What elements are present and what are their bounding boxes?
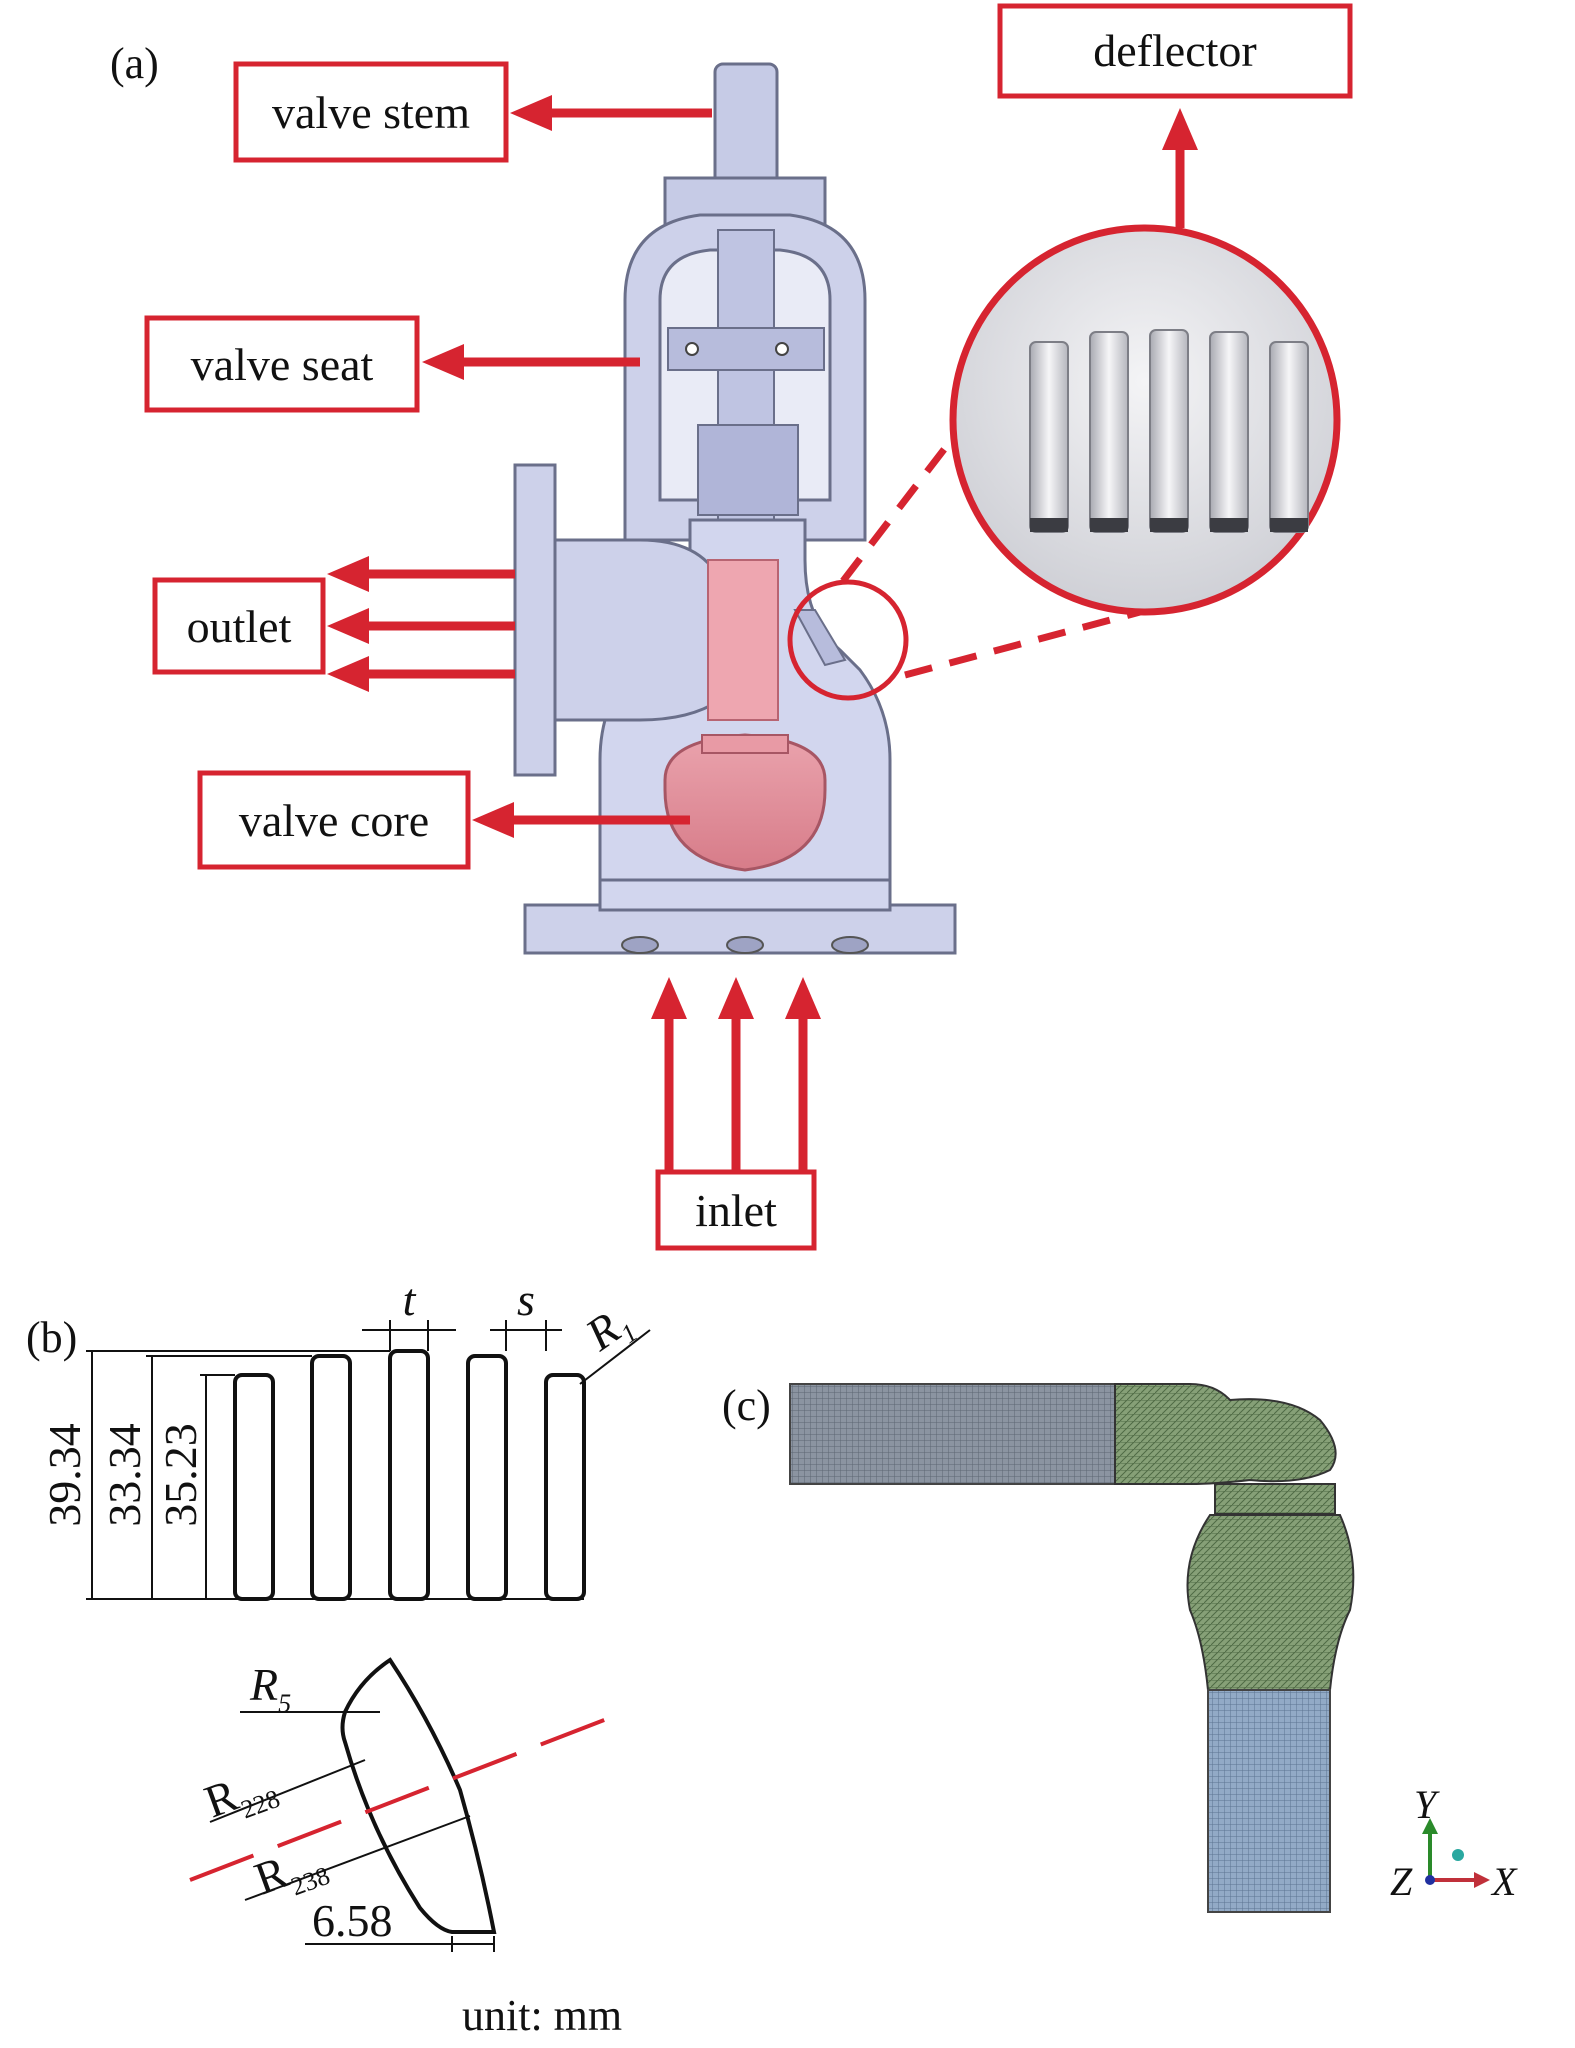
deflector-slot bbox=[1029, 341, 1069, 533]
valve-seat-arrowhead bbox=[422, 344, 464, 380]
mesh-valve-upper bbox=[1114, 1383, 1337, 1485]
callout-inlet: inlet bbox=[651, 977, 821, 1251]
panel-c-label: (c) bbox=[722, 1381, 771, 1430]
deflector-slot bbox=[1149, 329, 1189, 533]
slot-profile bbox=[388, 1349, 430, 1601]
mesh-outlet-pipe bbox=[1207, 1689, 1331, 1913]
deflector-box bbox=[997, 3, 1353, 99]
callout-valve-seat: valve seat bbox=[144, 315, 640, 413]
axis-triad: Y X Z bbox=[1390, 1782, 1518, 1904]
dim-s: s bbox=[517, 1274, 535, 1325]
axis-x-label: X bbox=[1490, 1859, 1518, 1904]
blade-section bbox=[189, 1657, 626, 1952]
outlet-label: outlet bbox=[187, 601, 292, 652]
deflector-arrowhead bbox=[1162, 108, 1198, 150]
mesh-valve-neck bbox=[1214, 1483, 1336, 1515]
valve-stem-arrowhead bbox=[510, 95, 552, 131]
valve-core-label: valve core bbox=[239, 795, 429, 846]
slot-profiles bbox=[233, 1349, 586, 1601]
valve-stem-box bbox=[233, 61, 509, 163]
outlet-flange-shape bbox=[513, 463, 557, 777]
dim-6-58: 6.58 bbox=[312, 1895, 393, 1946]
blade-centerline bbox=[189, 1710, 626, 1882]
inlet-arrowhead-left bbox=[651, 977, 687, 1019]
inlet-label: inlet bbox=[695, 1185, 777, 1236]
panel-c: (c) Y X Z bbox=[722, 1381, 1518, 1913]
mesh-inlet-pipe bbox=[789, 1383, 1116, 1485]
dim-r5: R5 bbox=[249, 1659, 291, 1718]
valve-stem-label: valve stem bbox=[272, 87, 470, 138]
valve-body-drawing bbox=[513, 62, 957, 955]
outlet-box bbox=[152, 577, 326, 675]
outlet-arrowhead-mid bbox=[327, 608, 369, 644]
slot-profile bbox=[544, 1373, 586, 1601]
dim-r1: R1 bbox=[576, 1295, 643, 1366]
valve-core-shape bbox=[663, 733, 827, 872]
dimension-lines bbox=[86, 1320, 651, 1600]
panel-b: (b) 39.34 33.34 35.23 bbox=[26, 1274, 651, 2040]
panel-b-label: (b) bbox=[26, 1313, 77, 1362]
outlet-arrowhead-bottom bbox=[327, 656, 369, 692]
panel-a-label: (a) bbox=[110, 39, 159, 88]
deflector-slots bbox=[1029, 329, 1309, 533]
valve-core-box bbox=[197, 770, 471, 870]
axis-y-label: Y bbox=[1414, 1782, 1440, 1827]
deflector-slot bbox=[1209, 331, 1249, 533]
dim-r228: R228 bbox=[198, 1756, 284, 1835]
deflector-slot bbox=[1269, 341, 1309, 533]
unit-label: unit: mm bbox=[462, 1991, 622, 2040]
slot-profile bbox=[233, 1373, 275, 1601]
dim-39-34: 39.34 bbox=[39, 1423, 90, 1527]
callout-outlet: outlet bbox=[152, 556, 515, 692]
callout-valve-stem: valve stem bbox=[233, 61, 712, 163]
deflector-label: deflector bbox=[1093, 25, 1256, 76]
inner-stem-shape bbox=[707, 559, 779, 721]
slot-profile bbox=[310, 1354, 352, 1601]
valve-seat-label: valve seat bbox=[191, 339, 374, 390]
callout-valve-core: valve core bbox=[197, 770, 690, 870]
dim-t: t bbox=[403, 1274, 417, 1325]
panel-a: (a) bbox=[110, 3, 1353, 1251]
inlet-arrowhead-right bbox=[785, 977, 821, 1019]
deflector-small-circle bbox=[787, 579, 909, 701]
deflector-slot bbox=[1089, 331, 1129, 533]
inlet-arrowhead-mid bbox=[718, 977, 754, 1019]
mesh-valve-lower bbox=[1186, 1514, 1355, 1691]
zoom-line-bottom bbox=[904, 608, 1141, 679]
axis-z-label: Z bbox=[1390, 1859, 1413, 1904]
outlet-arrowhead-top bbox=[327, 556, 369, 592]
valve-seat-box bbox=[144, 315, 420, 413]
slot-profile bbox=[466, 1354, 508, 1601]
dim-33-34: 33.34 bbox=[99, 1423, 150, 1527]
dim-35-23: 35.23 bbox=[155, 1423, 206, 1527]
valve-core-arrowhead bbox=[472, 802, 514, 838]
blade-outline bbox=[340, 1657, 497, 1934]
deflector-zoom: deflector bbox=[787, 3, 1353, 701]
